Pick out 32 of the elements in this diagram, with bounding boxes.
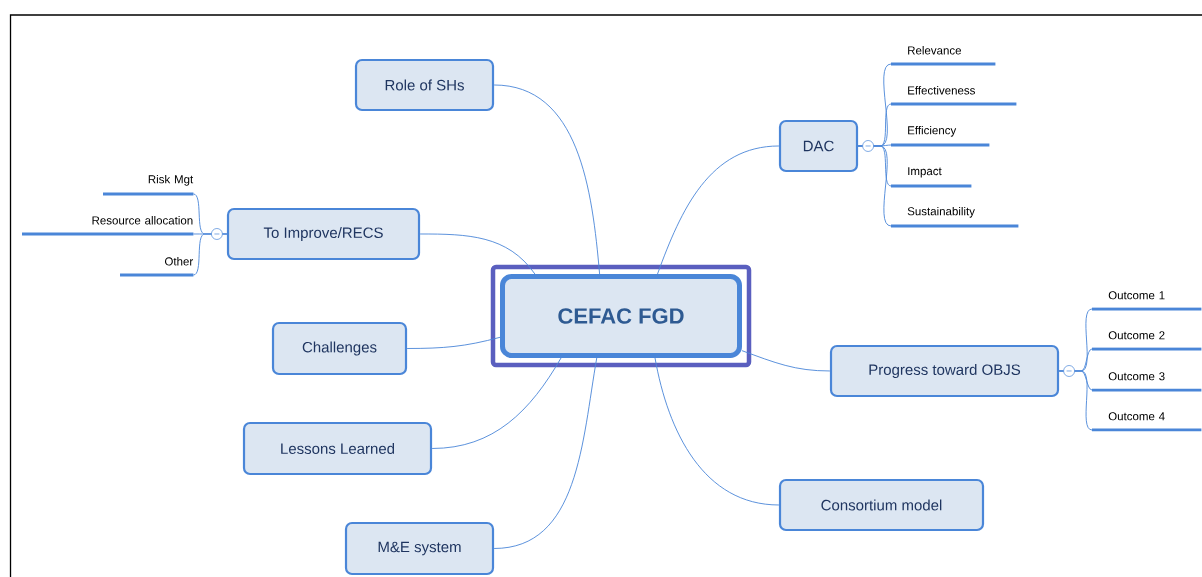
subtopic-label: Effectiveness [891,86,1017,106]
connector [1058,370,1093,431]
subtopic-label: Outcome 4 [1092,412,1202,432]
subtopic-label: Relevance [891,46,996,66]
subtopic-label: Impact [891,167,972,188]
subtopic-label: Outcome 3 [1092,372,1202,392]
topic-box: Challenges [271,321,408,376]
connector [741,350,831,372]
topic-box: DAC [778,119,859,173]
connector [493,84,601,275]
topic-box: Consortium model [778,478,985,532]
topic-box: To Improve/RECS [226,207,421,261]
connector [192,233,228,276]
connector [431,357,562,449]
subtopic-label: Other [120,257,194,277]
topic-box: Lessons Learned [242,421,433,476]
connector [654,357,780,506]
connector [406,336,501,349]
subtopic-label: Resource allocation [22,216,194,236]
subtopic-label: Risk Mgt [103,174,194,196]
subtopic-label: Sustainability [891,206,1019,228]
central-topic-box: CEFAC FGD [490,264,752,368]
topic-box: M&E system [344,521,495,576]
connector [857,145,892,227]
subtopic-label: Outcome 1 [1092,291,1202,311]
connector [493,357,598,549]
subtopic-label: Outcome 2 [1092,331,1202,351]
topic-box: Role of SHs [354,58,495,112]
subtopic-label: Efficiency [891,125,990,147]
topic-box: Progress toward OBJS [829,344,1060,398]
connector [657,145,780,275]
connector [419,233,536,275]
